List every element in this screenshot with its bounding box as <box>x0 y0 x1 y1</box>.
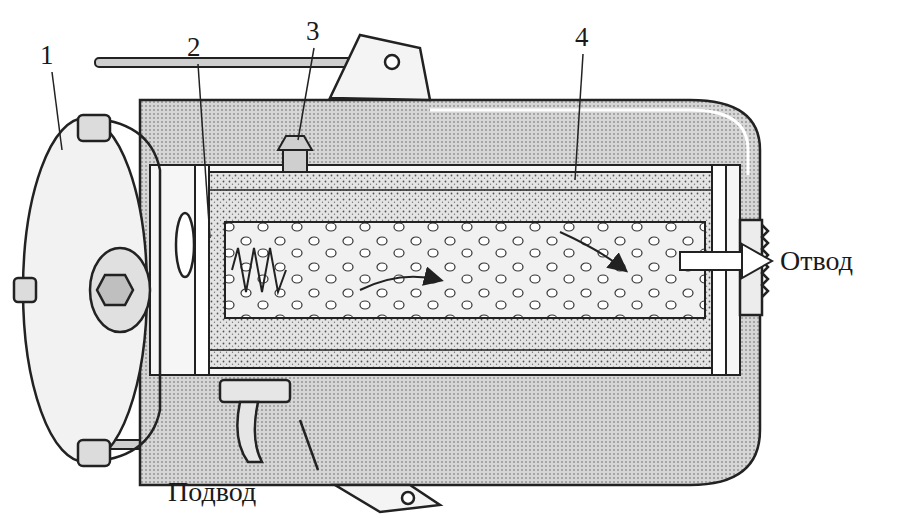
flow-label: Отвод <box>780 247 853 275</box>
callout-number: 4 <box>575 24 589 51</box>
fitting <box>278 136 312 172</box>
filter-cover <box>14 115 194 466</box>
callout-number: 3 <box>306 18 320 45</box>
inlet-pipe <box>220 380 318 470</box>
outlet-arrow <box>680 244 772 278</box>
callout-number: 1 <box>40 42 54 69</box>
filter-element <box>195 165 726 375</box>
callout-number: 2 <box>187 34 201 61</box>
filter-housing <box>140 100 760 485</box>
flow-arrow <box>360 232 625 290</box>
spring <box>232 248 286 292</box>
leader-line <box>52 48 583 238</box>
flow-label: Подвод <box>168 478 256 506</box>
